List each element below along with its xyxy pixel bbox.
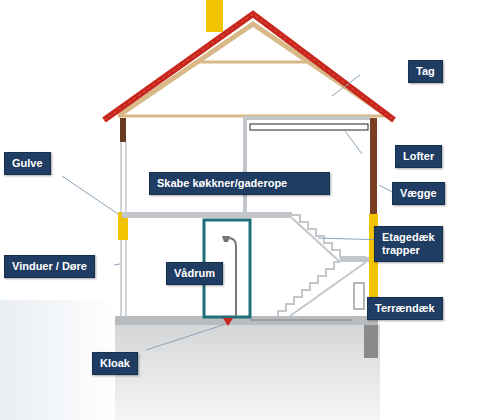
label-box: Etagedæk trapper — [374, 226, 443, 262]
label-text: Skabe køkkner/gaderope — [157, 177, 322, 190]
ceiling-insulation — [250, 124, 368, 130]
roof — [104, 14, 394, 120]
label-box: Gulve — [4, 152, 51, 175]
label-text: Lofter — [403, 150, 434, 163]
leader-line — [345, 131, 362, 154]
leader-line — [62, 176, 118, 214]
label-box: Vådrum — [166, 262, 223, 285]
leader-lines — [62, 75, 394, 350]
stair-stringer — [290, 262, 366, 316]
label-box: Kloak — [92, 352, 138, 375]
stair-stringer — [292, 218, 340, 262]
floor-slab — [122, 212, 292, 218]
label-text: Etagedæk trapper — [382, 231, 435, 257]
shower-pipe — [226, 238, 236, 316]
label-box: Terrændæk — [367, 297, 443, 320]
chimney — [206, 0, 223, 32]
label-text: Vinduer / Døre — [12, 260, 87, 273]
label-text: Kloak — [100, 357, 130, 370]
stair — [278, 262, 340, 316]
leader-line — [114, 264, 120, 265]
label-box: Skabe køkkner/gaderope — [149, 172, 330, 195]
label-text: Vægge — [400, 187, 437, 200]
rafter — [118, 24, 388, 116]
label-box: Lofter — [395, 145, 442, 168]
label-box: Vinduer / Døre — [4, 255, 95, 278]
pipe — [250, 319, 352, 321]
label-text: Terrændæk — [375, 302, 435, 315]
gable-wall — [120, 118, 126, 142]
stair-landing — [340, 257, 369, 262]
label-text: Vådrum — [174, 267, 215, 280]
label-box: Vægge — [392, 182, 445, 205]
radiator — [354, 283, 364, 309]
shower-head — [222, 236, 230, 242]
collar-beam — [198, 61, 308, 64]
ground — [115, 324, 380, 420]
right-wall — [370, 118, 377, 218]
label-box: Tag — [408, 60, 443, 83]
label-text: Gulve — [12, 157, 43, 170]
roof-tiles — [104, 14, 394, 120]
label-text: Tag — [416, 65, 435, 78]
leader-line — [146, 324, 226, 350]
ceiling — [245, 118, 370, 212]
leader-line — [332, 75, 360, 96]
